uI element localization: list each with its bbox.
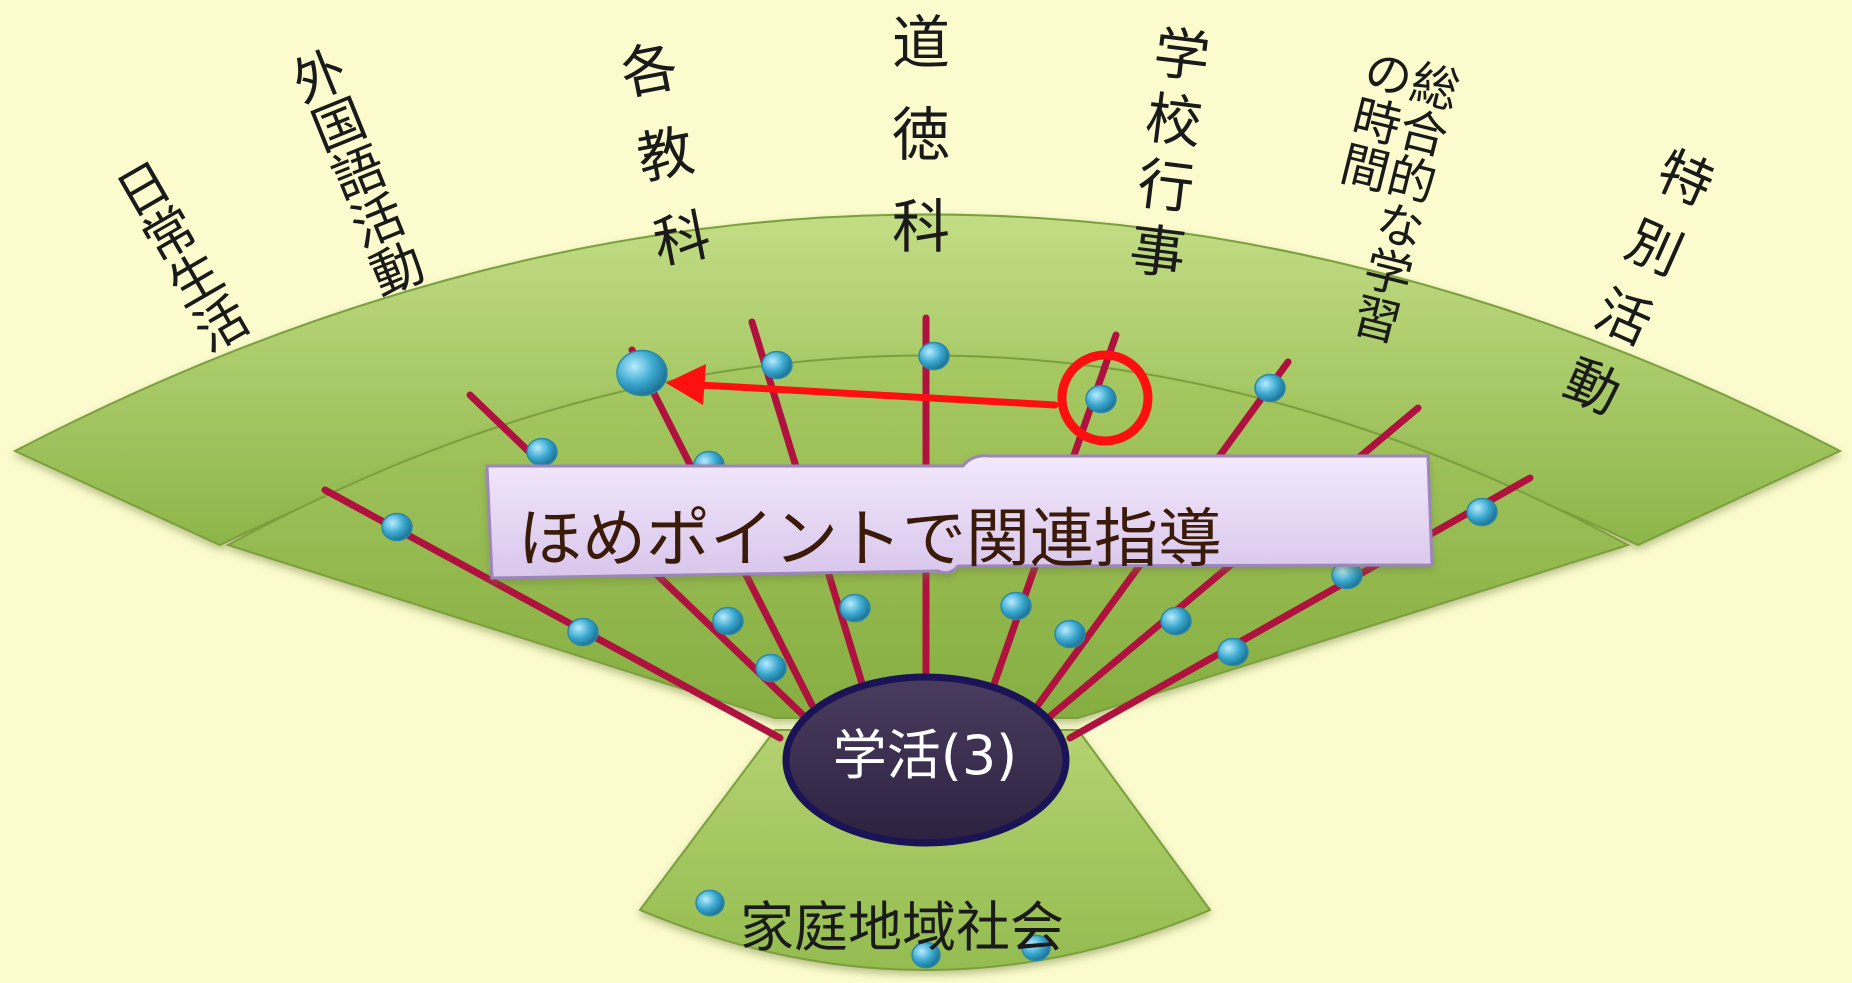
blue-dot-icon [1000,591,1032,621]
blue-dot-icon [1466,497,1498,527]
node-dots [381,341,1498,969]
banner-text: ほめポイントで関連指導 [518,503,1222,577]
red-circle-icon [1057,350,1153,446]
blue-dot-icon [567,617,599,647]
blue-dot-icon [1054,619,1086,649]
blue-dot-icon [755,653,787,683]
blue-dot-icon [616,349,668,397]
blue-dot-icon [1217,637,1249,667]
blue-dot-icon [526,437,558,467]
blue-dot-icon [1254,373,1286,403]
banner-ribbon [485,454,1434,580]
blue-dot-icon [1085,384,1117,414]
hub-label: 学活(3) [832,724,1018,787]
label-moral: 道徳科 [882,12,950,288]
blue-dot-icon [761,350,793,380]
blue-dot-icon [918,341,950,371]
blue-dot-icon [695,889,725,917]
community-label: 家庭地域社会 [740,896,1064,959]
spoke-line [1066,474,1534,742]
blue-dot-icon [1160,606,1192,636]
blue-dot-icon [839,593,871,623]
hub-ellipse [782,673,1070,847]
bottom-fan [638,729,1212,971]
red-arrow-icon [666,364,1059,409]
blue-dot-icon [381,512,413,542]
blue-dot-icon [712,606,744,636]
blue-dot-icon [1021,934,1051,962]
blue-dot-icon [911,941,941,969]
